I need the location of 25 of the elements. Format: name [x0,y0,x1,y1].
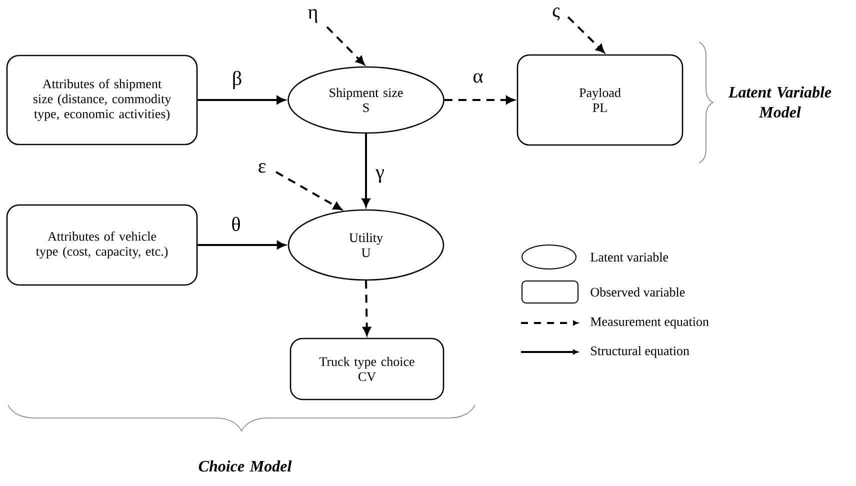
observed-variable-box: Payload PL [516,54,684,146]
legend-text: Latent variable [590,252,668,262]
legend-text: Measurement equation [590,317,709,329]
edge-label: β [233,70,242,90]
edge-label: η [308,9,318,23]
arrow [444,96,514,104]
observed-variable-box: Truck type choice CV [290,338,444,400]
arrow [198,240,286,250]
legend-text: Observed variable [590,287,685,297]
edge-label: ε [258,163,266,173]
arrow [362,134,370,207]
arrow [326,26,365,65]
section-label: Latent Variable Model [728,86,832,118]
arrow [362,280,371,336]
legend-text: Structural equation [591,346,690,358]
observed-variable-box: Attributes of shipment size (distance, commodity type, economic activities) [6,54,198,146]
edge-label: γ [376,169,384,183]
edge-label: α [474,73,483,83]
section-label: Choice Model [198,460,292,472]
edge-label: θ [232,216,240,232]
edge-label: ς [552,8,560,20]
arrow [198,96,286,104]
arrow [276,171,342,210]
observed-variable-box: Attributes of vehicle type (cost, capacity, etc.) [6,204,198,286]
arrow [567,16,605,53]
